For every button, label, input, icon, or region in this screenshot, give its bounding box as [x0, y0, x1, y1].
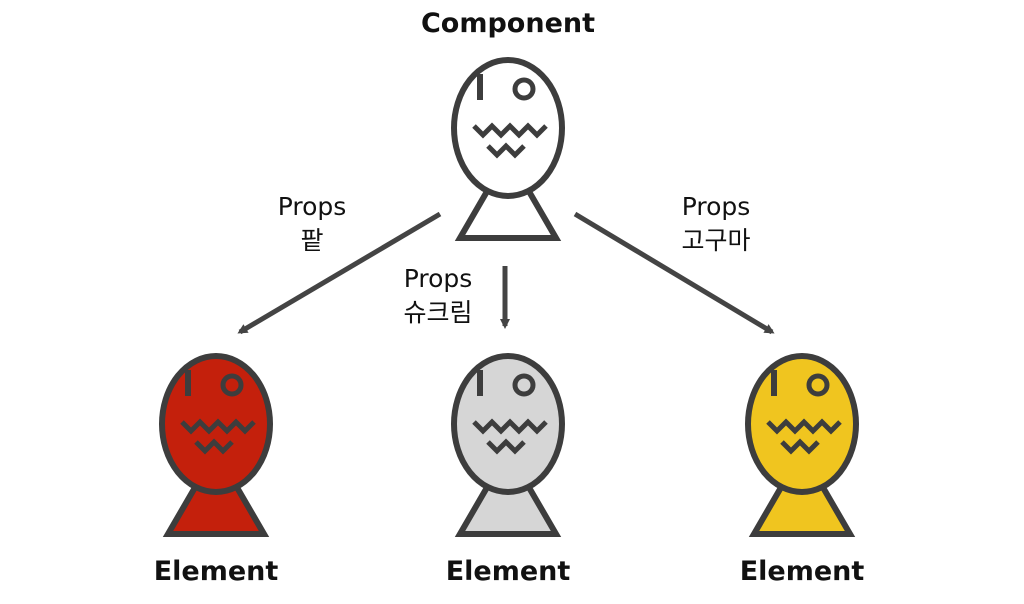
props-label-right: Props 고구마	[681, 190, 750, 258]
fish-scales	[472, 418, 548, 435]
props-word: Props	[681, 192, 751, 221]
fish-eye	[512, 373, 536, 397]
fish-eye	[220, 373, 244, 397]
component-fish	[451, 57, 565, 241]
fish-scales	[780, 438, 820, 455]
fish-scales	[766, 418, 842, 435]
props-label-left: Props 팥	[278, 190, 347, 258]
fish-scales	[486, 438, 526, 455]
fish-scales	[180, 418, 256, 435]
element-label-right: Element	[739, 556, 865, 587]
props-word: Props	[403, 264, 473, 293]
fish-eye	[512, 77, 536, 101]
element-fish-sweet-potato	[745, 353, 859, 537]
arrow-to-right-element	[573, 211, 775, 335]
element-label-middle: Element	[445, 556, 571, 587]
props-value-custard: 슈크림	[403, 298, 473, 327]
element-label-left: Element	[153, 556, 279, 587]
props-word: Props	[277, 192, 347, 221]
element-fish-red-bean	[159, 353, 273, 537]
props-value-red-bean: 팥	[300, 226, 324, 255]
props-value-sweet-potato: 고구마	[681, 226, 751, 255]
element-fish-custard	[451, 353, 565, 537]
props-label-middle: Props 슈크림	[403, 262, 472, 330]
fish-scales	[486, 142, 526, 159]
arrow-to-left-element	[237, 211, 442, 335]
component-label: Component	[420, 8, 596, 39]
fish-scales	[194, 438, 234, 455]
fish-scales	[472, 122, 548, 139]
fish-eye	[806, 373, 830, 397]
